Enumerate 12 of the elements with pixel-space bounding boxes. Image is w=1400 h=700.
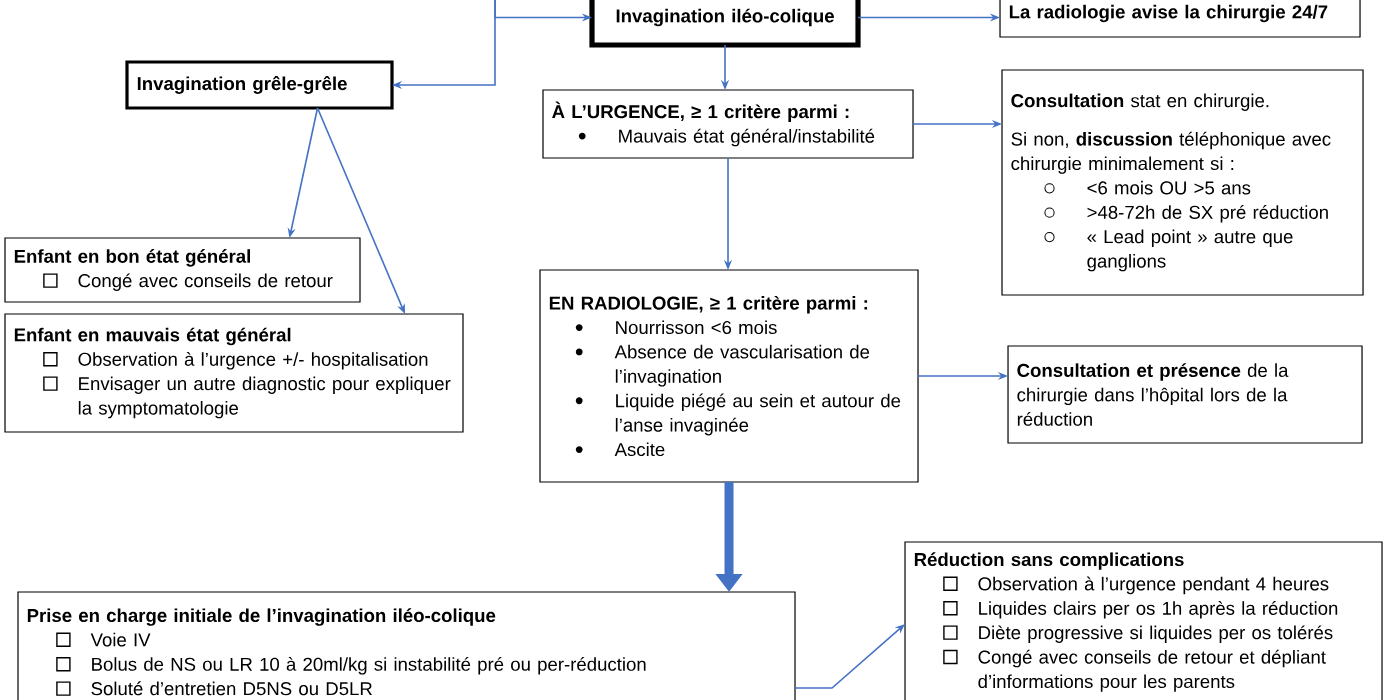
flowchart-box: Consultation stat en chirurgie. Si non, discussion téléphonique avec chirurgie minimalement si : <6 mois OU >5 ans >48-72h de SX pré réduction « Lead point » autre que ganglions — [1001, 69, 1364, 296]
flowchart-box: Invagination iléo-colique — [589, 0, 861, 48]
flowchart-box: Consultation et présence de la chirurgie dans l’hôpital lors de la réduction — [1007, 345, 1363, 444]
flowchart-box: Enfant en bon état général Congé avec conseils de retour — [4, 237, 361, 303]
flowchart-box: Enfant en mauvais état général Observation à l’urgence +/- hospitalisation Envisager un autre diagnostic pour expliquer la symptomatologie — [4, 313, 464, 433]
flowchart-box: EN RADIOLOGIE, ≥ 1 critère parmi : Nourrisson <6 mois Absence de vascularisation de l’invagination Liquide piégé au sein et autour de l’anse invaginée Ascite — [539, 269, 919, 483]
flowchart-box: Prise en charge initiale de l’invagination iléo-colique Voie IV Bolus de NS ou LR 10 à 20ml/kg si instabilité pré ou per-réduction Soluté d’entretien D5NS ou D5LR — [17, 591, 796, 700]
arrow — [794, 624, 905, 689]
flowchart-box: Réduction sans complications Observation à l’urgence pendant 4 heures Liquides clairs per os 1h après la réduction Diète progressive si liquides per os tolérés Congé avec conseils de retour et dépliant d’informations pour les parents — [904, 541, 1383, 700]
flowchart-box: À L’URGENCE, ≥ 1 critère parmi : Mauvais état général/instabilité — [542, 89, 914, 159]
flowchart-box: La radiologie avise la chirurgie 24/7 — [999, 0, 1361, 38]
flowchart-box: Invagination grêle-grêle — [125, 60, 394, 110]
